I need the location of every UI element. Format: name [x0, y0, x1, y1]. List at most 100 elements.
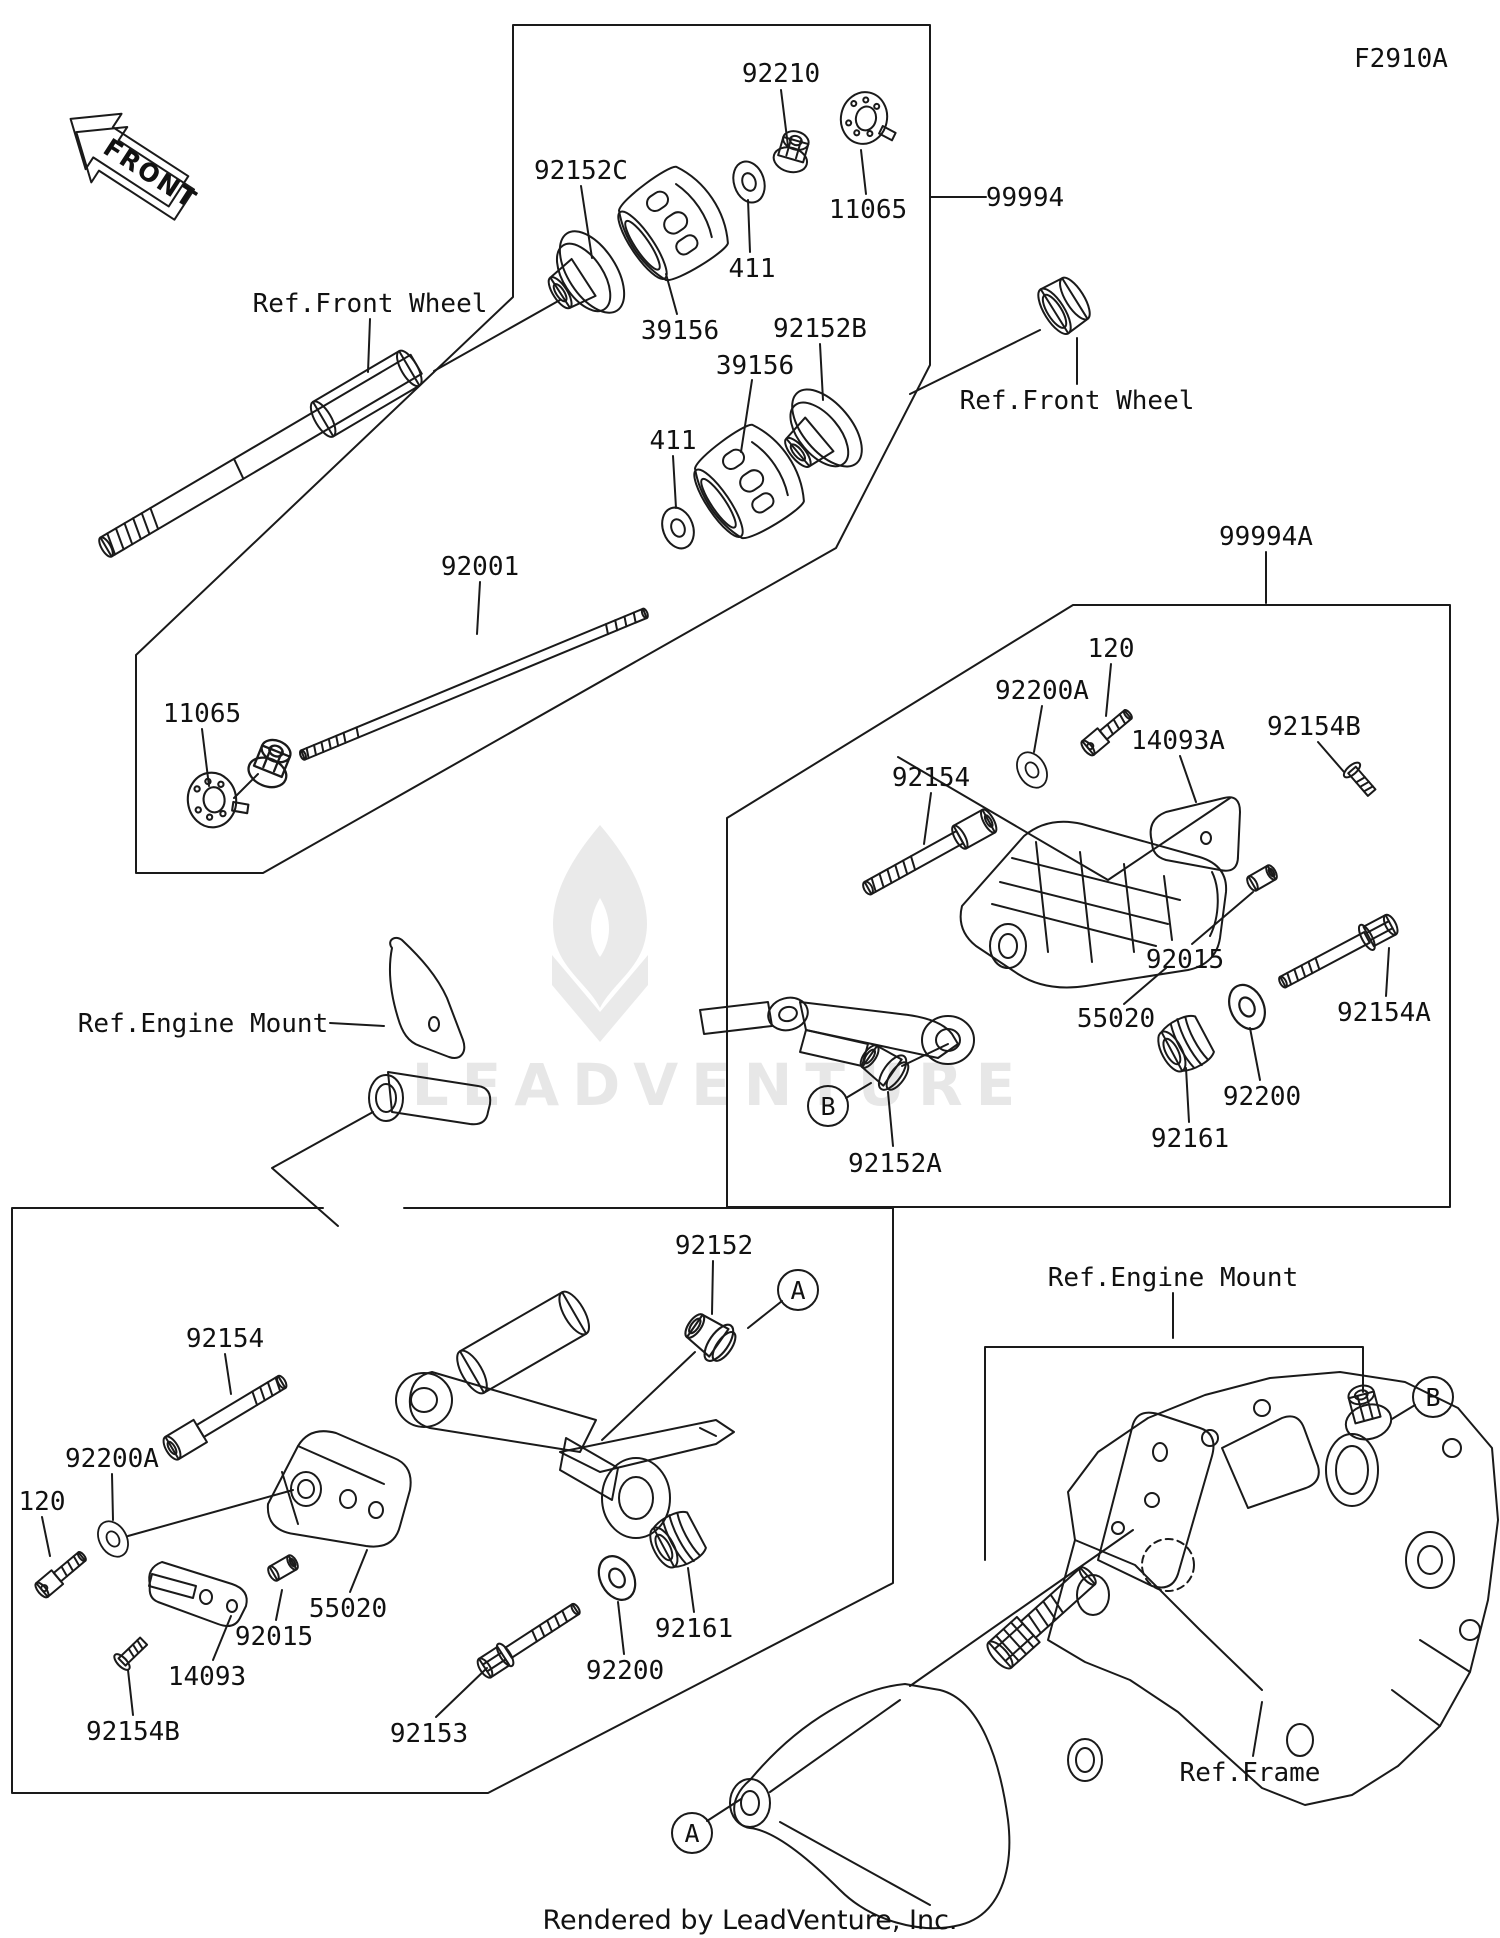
part-label-11065: 11065 — [829, 195, 907, 225]
part-92161-upper-drawing — [1149, 1010, 1218, 1081]
leader-line-92153 — [435, 1667, 488, 1718]
leader-line-120 — [1105, 663, 1112, 717]
part-92210-drawing — [769, 126, 816, 177]
callout-letter-b: B — [820, 1092, 835, 1121]
part-label-92200a: 92200A — [995, 676, 1089, 706]
page-code: F2910A — [1354, 44, 1448, 74]
part-label-14093a: 14093A — [1131, 726, 1225, 756]
inset-box-99994A — [726, 604, 1451, 1208]
part-label-92015: 92015 — [1146, 945, 1224, 975]
leader-line-92154a — [1385, 947, 1390, 997]
part-92161-lower-drawing — [641, 1506, 710, 1577]
part-411-upper-drawing — [727, 156, 771, 208]
part-label-ref-front-wheel: Ref.Front Wheel — [960, 386, 1195, 416]
part-label-92153: 92153 — [390, 1719, 468, 1749]
ref-frame-drawing — [1047, 1371, 1499, 1806]
leader-line-11065 — [860, 149, 867, 195]
part-92152C-drawing — [528, 219, 639, 337]
callout-leader-a — [747, 1300, 783, 1329]
inset-box-bottom-left — [11, 1207, 894, 1794]
leader-line-92152a — [887, 1091, 894, 1147]
leader-line-39156 — [740, 379, 753, 453]
callout-leader-b — [1391, 1404, 1416, 1420]
part-92200-lower-drawing — [590, 1548, 644, 1608]
part-label-92210: 92210 — [742, 59, 820, 89]
leader-line-92015 — [1191, 891, 1254, 945]
leader-line-55020 — [349, 1549, 368, 1593]
part-411-lower-drawing — [655, 502, 701, 554]
ref-engine-mount-right-bracket — [984, 1346, 1364, 1561]
leader-line-92152b — [819, 343, 824, 401]
leader-line-92015 — [275, 1589, 283, 1621]
axis-line — [233, 773, 259, 799]
leader-line-92161 — [687, 1567, 695, 1613]
part-11065-lower-drawing — [184, 768, 252, 831]
part-92200-upper-drawing — [1221, 977, 1273, 1037]
part-120-lower-drawing — [34, 1551, 87, 1599]
leader-line-92200 — [617, 1601, 625, 1655]
leader-line-92154b — [1317, 741, 1345, 773]
footer-credit: Rendered by LeadVenture, Inc. — [542, 1905, 957, 1936]
leader-line-14093 — [212, 1615, 232, 1661]
callout-leader-a — [706, 1798, 742, 1822]
leadventure-watermark: LEADVENTURE — [412, 825, 1029, 1119]
part-label-92161: 92161 — [655, 1614, 733, 1644]
part-92015-upper-drawing — [1244, 862, 1280, 894]
axis-line — [909, 329, 1041, 395]
leader-line-92154 — [224, 1353, 232, 1395]
leader-line-411 — [747, 199, 751, 253]
leader-line-92200a — [1033, 705, 1043, 753]
part-label-92001: 92001 — [441, 552, 519, 582]
front-arrow-label: FRONT — [98, 133, 202, 215]
leader-line-92161 — [1185, 1067, 1190, 1123]
pointer-line — [127, 1489, 294, 1537]
part-label-92154b: 92154B — [86, 1717, 180, 1747]
pointer-line — [601, 1351, 696, 1441]
part-label-14093: 14093 — [168, 1662, 246, 1692]
part-14093-drawing — [148, 1561, 248, 1627]
part-label-92200: 92200 — [1223, 1082, 1301, 1112]
leader-line-92152 — [711, 1260, 714, 1315]
part-92154B-upper-drawing — [1342, 761, 1377, 797]
callout-letter-b: B — [1425, 1383, 1440, 1412]
part-55020-upper-drawing — [959, 820, 1228, 989]
ref-engine-mount-left-drawing — [368, 937, 492, 1126]
part-92001-drawing — [299, 607, 649, 761]
part-label-99994: 99994 — [986, 183, 1064, 213]
leader-line-92152c — [580, 185, 593, 259]
callout-circle-a — [671, 1812, 713, 1854]
part-92154-upper-drawing — [862, 808, 998, 896]
watermark-text: LEADVENTURE — [412, 1051, 1029, 1119]
callout-leader-b — [845, 1082, 872, 1099]
leader-line-ref-frame — [1252, 1701, 1263, 1757]
callout-circle-b — [807, 1085, 849, 1127]
part-120-upper-drawing — [1080, 709, 1133, 757]
part-label-ref-engine-mount: Ref.Engine Mount — [78, 1009, 328, 1039]
part-label-ref-engine-mount: Ref.Engine Mount — [1048, 1263, 1298, 1293]
axis-line — [433, 299, 561, 372]
leader-line-92154 — [923, 792, 932, 845]
part-label-92152: 92152 — [675, 1231, 753, 1261]
part-92200A-upper-drawing — [1009, 745, 1055, 795]
part-92200A-lower-drawing — [90, 1514, 136, 1564]
pointer-zigzag — [897, 756, 1231, 881]
part-label-55020: 55020 — [309, 1594, 387, 1624]
part-ref-front-wheel-axle-drawing — [98, 349, 423, 558]
diagram-art: FRONT — [11, 24, 1499, 1936]
leader-line-92200 — [1249, 1027, 1261, 1081]
leader-line-92200a — [111, 1473, 114, 1521]
part-92154A-drawing — [1278, 913, 1399, 989]
part-14093A-drawing — [1149, 796, 1241, 872]
part-label-92152b: 92152B — [773, 314, 867, 344]
leader-line-ref-engine-mount — [329, 1022, 385, 1027]
part-label-411: 411 — [729, 254, 776, 284]
leader-line-92001 — [476, 581, 481, 635]
callout-letter-a: A — [790, 1276, 805, 1305]
leader-line-92210 — [780, 89, 789, 147]
part-label-92200: 92200 — [586, 1656, 664, 1686]
part-frame-bolt-drawing — [986, 1566, 1097, 1670]
callout-circle-a — [777, 1269, 819, 1311]
